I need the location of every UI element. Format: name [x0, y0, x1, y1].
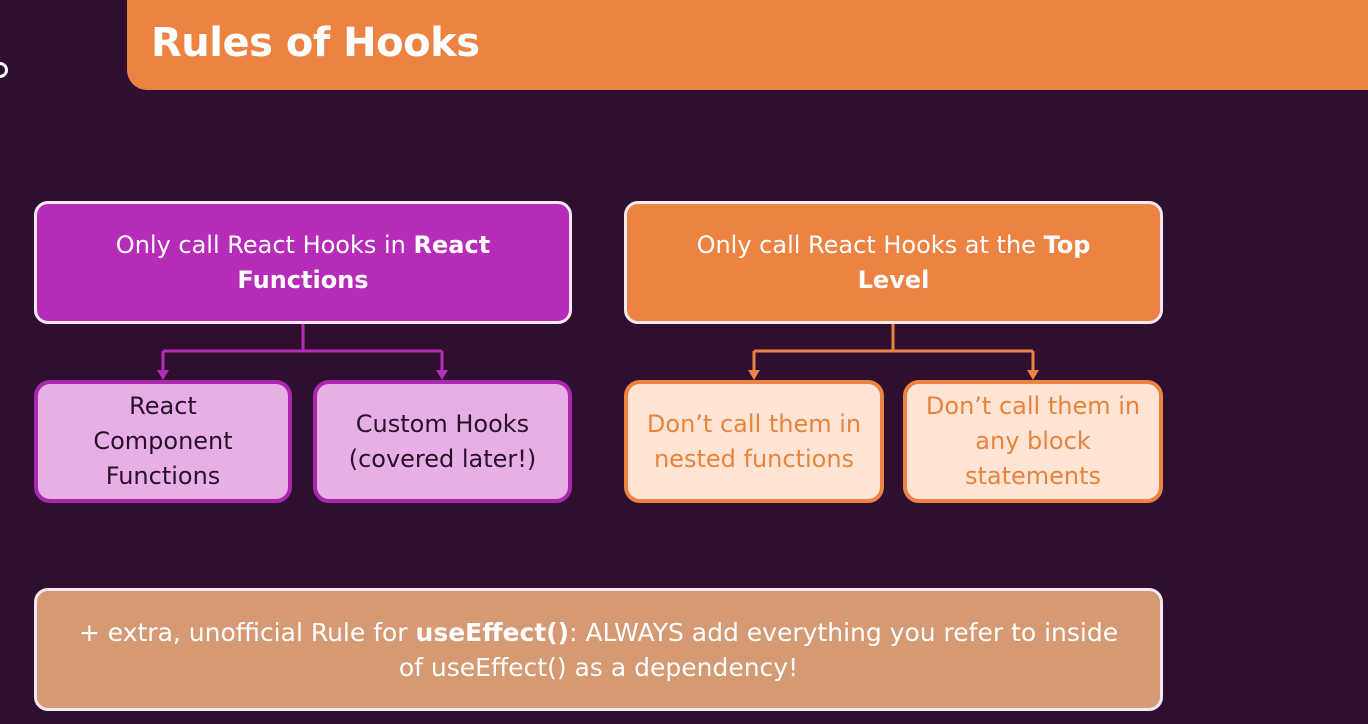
- rule-react-functions: Only call React Hooks in React Functions: [34, 201, 572, 324]
- block-statements-label: Don’t call them in any block statements: [925, 392, 1141, 490]
- slide-edge-mark: [0, 62, 8, 78]
- orange-arrow-right: [1027, 370, 1039, 380]
- extra-rule-suffix: : ALWAYS add everything you refer to ins…: [398, 617, 1119, 682]
- rule-react-functions-bold: React Functions: [237, 230, 491, 294]
- purple-arrow-left: [157, 370, 169, 380]
- purple-arrow-right: [436, 370, 448, 380]
- custom-hooks-box: Custom Hooks (covered later!): [313, 380, 572, 503]
- extra-rule-box: + extra, unofficial Rule for useEffect()…: [34, 588, 1163, 711]
- react-component-functions-box: React Component Functions: [34, 380, 292, 503]
- orange-connector: [752, 324, 1035, 372]
- block-statements-box: Don’t call them in any block statements: [903, 380, 1163, 503]
- title-banner: Rules of Hooks: [127, 0, 1368, 90]
- rule-top-level-bold: Top Level: [857, 230, 1091, 294]
- purple-connector: [161, 324, 444, 372]
- nested-functions-label: Don’t call them in nested functions: [646, 409, 862, 473]
- extra-rule-bold: useEffect(): [415, 617, 570, 647]
- nested-functions-box: Don’t call them in nested functions: [624, 380, 884, 503]
- custom-hooks-label: Custom Hooks (covered later!): [348, 409, 537, 473]
- rule-top-level: Only call React Hooks at the Top Level: [624, 201, 1163, 324]
- react-component-functions-label: React Component Functions: [93, 392, 233, 490]
- slide-title: Rules of Hooks: [151, 20, 480, 66]
- rule-top-level-text: Only call React Hooks at the: [696, 230, 1044, 259]
- extra-rule-prefix: + extra, unofficial Rule for: [78, 617, 416, 647]
- orange-arrow-left: [748, 370, 760, 380]
- rule-react-functions-text: Only call React Hooks in: [115, 230, 414, 259]
